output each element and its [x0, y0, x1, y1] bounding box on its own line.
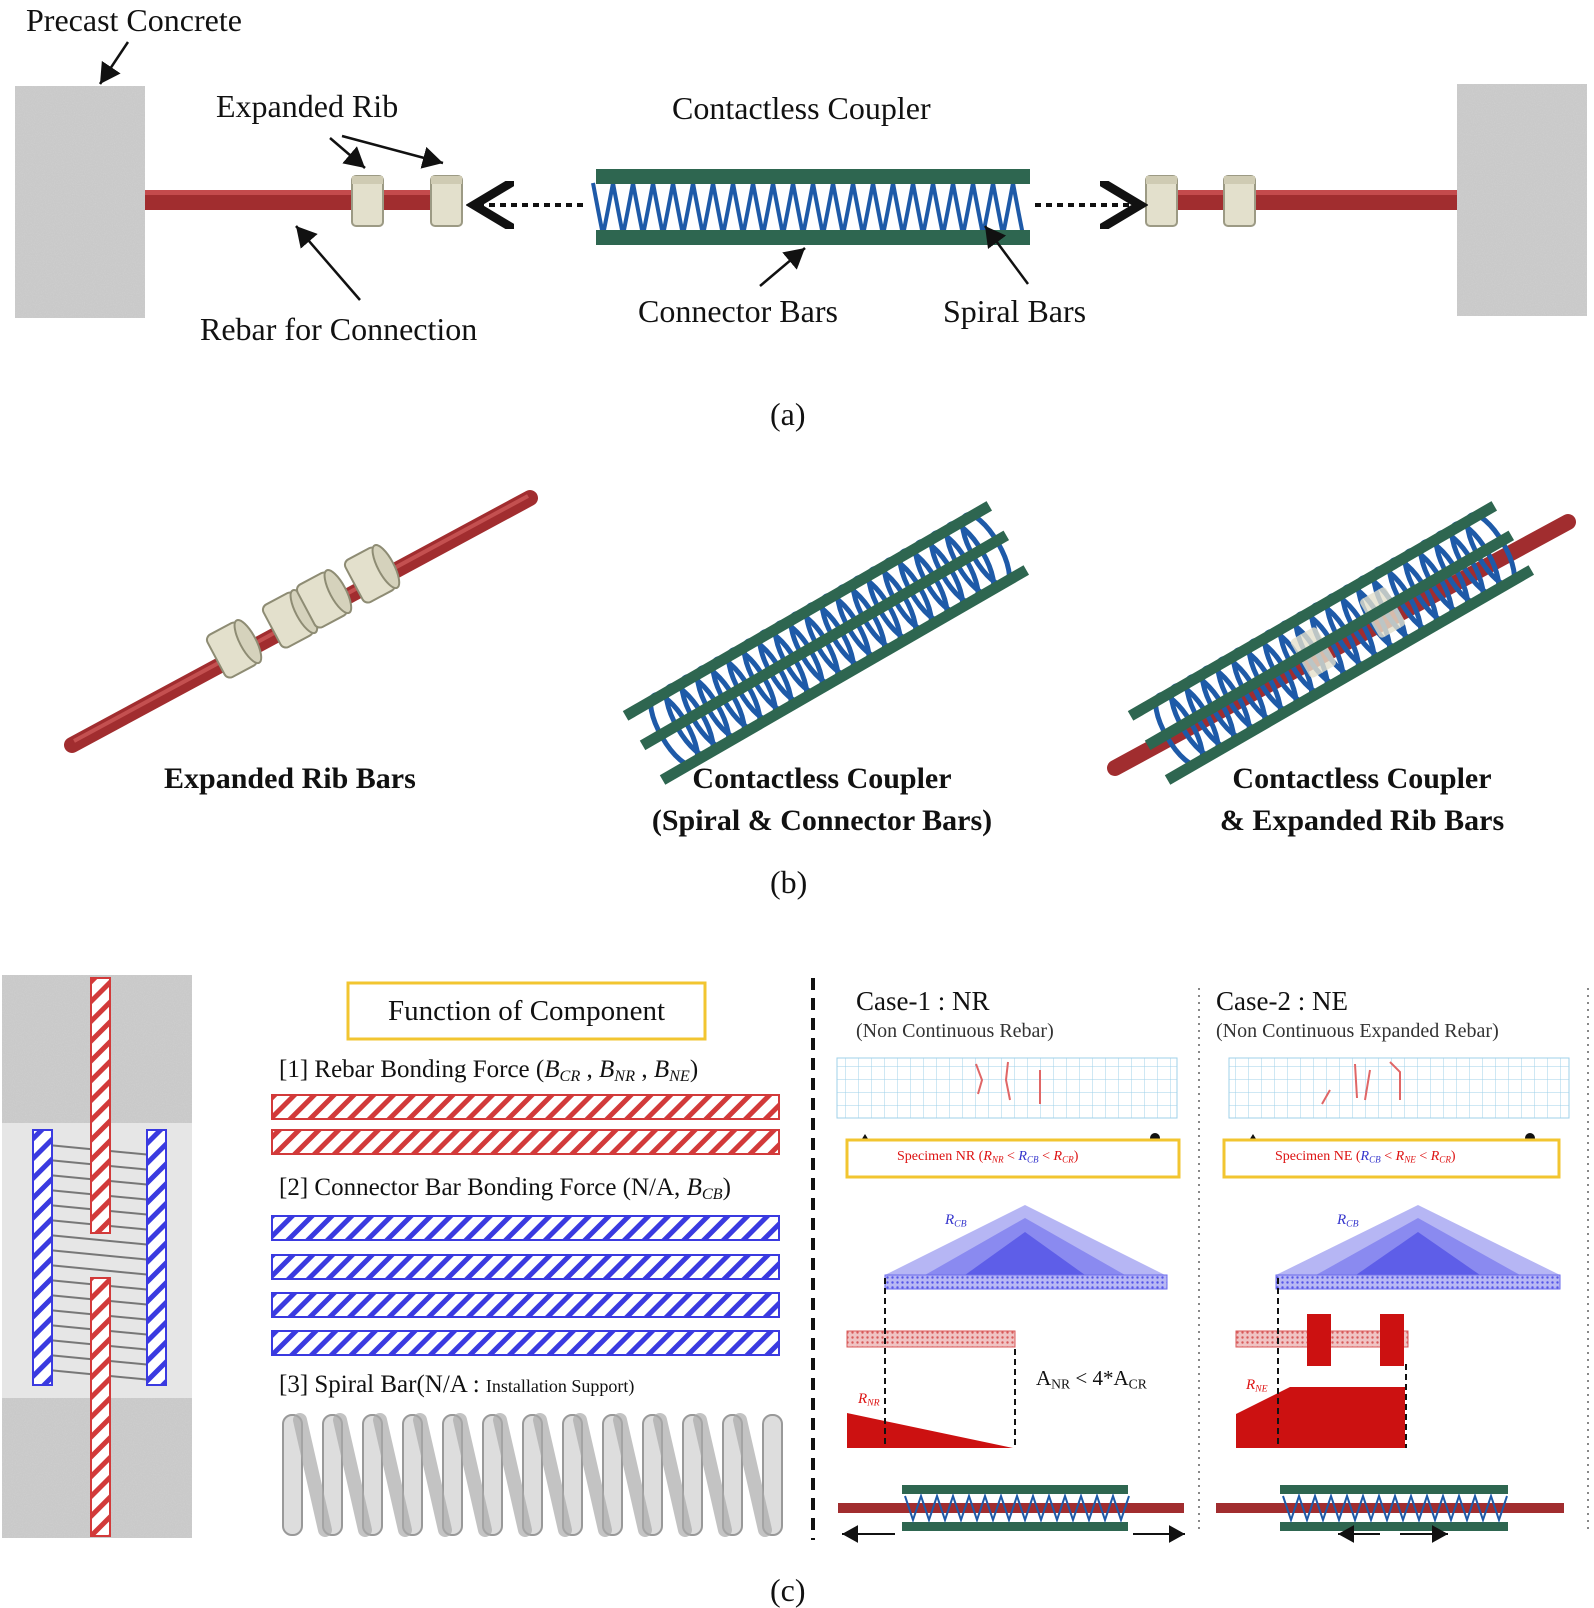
contactless-coupler-a	[591, 169, 1030, 245]
expanded-rib-bar-3d	[64, 490, 538, 753]
case2-connector-bar	[1275, 1274, 1561, 1290]
expanded-rib-left-1	[351, 175, 384, 227]
expanded-rib-left-2	[430, 175, 463, 227]
case1-rebar	[846, 1330, 1016, 1348]
case2-diagram	[1216, 1057, 1570, 1543]
function-title-frame	[346, 981, 707, 1041]
case1-diagram	[836, 1057, 1185, 1543]
label-item3: [3] Spiral Bar(N/A : Installation Suppor…	[279, 1371, 635, 1398]
label-coupler-line2: (Spiral & Connector Bars)	[651, 804, 993, 837]
case2-specimen-frame	[1222, 1138, 1561, 1179]
label-item2: [2] Connector Bar Bonding Force (N/A, BC…	[279, 1174, 731, 1204]
label-case1-rcb: RCB	[945, 1212, 967, 1230]
case1-rnr-triangle	[847, 1413, 1013, 1448]
label-precast-concrete: Precast Concrete	[26, 2, 242, 38]
leader-rib-2	[341, 134, 444, 169]
label-combo-line2: & Expanded Rib Bars	[1219, 804, 1505, 837]
label-coupler-line1: Contactless Coupler	[692, 762, 952, 795]
section-connector-right	[146, 1129, 167, 1386]
label-item1: [1] Rebar Bonding Force (BCR , BNR , BNE…	[279, 1056, 699, 1086]
leader-connector	[759, 247, 806, 287]
label-expanded-rib: Expanded Rib	[216, 88, 399, 124]
connector-hatch-bar-4	[271, 1330, 780, 1356]
connector-hatch-bar-3	[271, 1292, 780, 1318]
contactless-coupler-3d	[622, 501, 1030, 785]
connector-bar-top	[596, 169, 1030, 184]
caption-b: (b)	[770, 864, 808, 900]
label-specimen-nr: Specimen NR (RNR < RCB < RCR)	[897, 1149, 1079, 1165]
connector-bar-bottom	[596, 230, 1030, 245]
leader-spiral	[983, 225, 1030, 285]
label-connector-bars: Connector Bars	[638, 293, 838, 329]
label-rebar-for-connection: Rebar for Connection	[200, 311, 478, 347]
label-spiral-bars: Spiral Bars	[943, 293, 1087, 329]
case1-specimen-frame	[845, 1138, 1181, 1179]
label-case2-rne: RNE	[1246, 1377, 1268, 1395]
expanded-rib-right-1	[1145, 175, 1178, 227]
leader-precast	[98, 41, 130, 85]
rebar-hatch-bar-1	[271, 1094, 780, 1120]
section-connector-left	[32, 1129, 53, 1386]
coupler-and-rib-bars-3d	[1107, 501, 1576, 785]
leader-rebar	[295, 225, 361, 301]
label-case1-rnr: RNR	[858, 1391, 880, 1409]
expanded-rib-right-2	[1223, 175, 1256, 227]
caption-a: (a)	[770, 396, 806, 432]
caption-c: (c)	[770, 1572, 806, 1608]
label-case2-sub: (Non Continuous Expanded Rebar)	[1216, 1020, 1499, 1042]
connector-hatch-bar-2	[271, 1254, 780, 1280]
case1-connector-bar	[884, 1274, 1168, 1290]
label-function-of-component: Function of Component	[387, 995, 666, 1027]
label-contactless-coupler: Contactless Coupler	[672, 90, 931, 126]
section-rebar-top	[90, 977, 111, 1234]
label-expanded-rib-bars: Expanded Rib Bars	[164, 762, 416, 795]
panel-c	[2, 975, 1589, 1543]
label-area-inequality: ANR < 4*ACR	[1036, 1366, 1147, 1392]
rebar-hatch-bar-2	[271, 1129, 780, 1155]
label-case2-title: Case-2 : NE	[1216, 986, 1348, 1016]
label-case1-sub: (Non Continuous Rebar)	[856, 1020, 1054, 1042]
panel-b	[64, 490, 1576, 785]
panel-a	[15, 41, 1587, 318]
label-combo-line1: Contactless Coupler	[1232, 762, 1492, 795]
leader-rib-1	[329, 137, 366, 169]
spiral-bar-illustration	[282, 1413, 783, 1537]
section-rebar-bottom	[90, 1277, 111, 1537]
label-case1-title: Case-1 : NR	[856, 986, 990, 1016]
connector-hatch-bar-1	[271, 1215, 780, 1241]
label-specimen-ne: Specimen NE (RCB < RNE < RCR)	[1275, 1149, 1456, 1165]
label-case2-rcb: RCB	[1337, 1212, 1359, 1230]
case2-rne-shape	[1236, 1387, 1405, 1448]
